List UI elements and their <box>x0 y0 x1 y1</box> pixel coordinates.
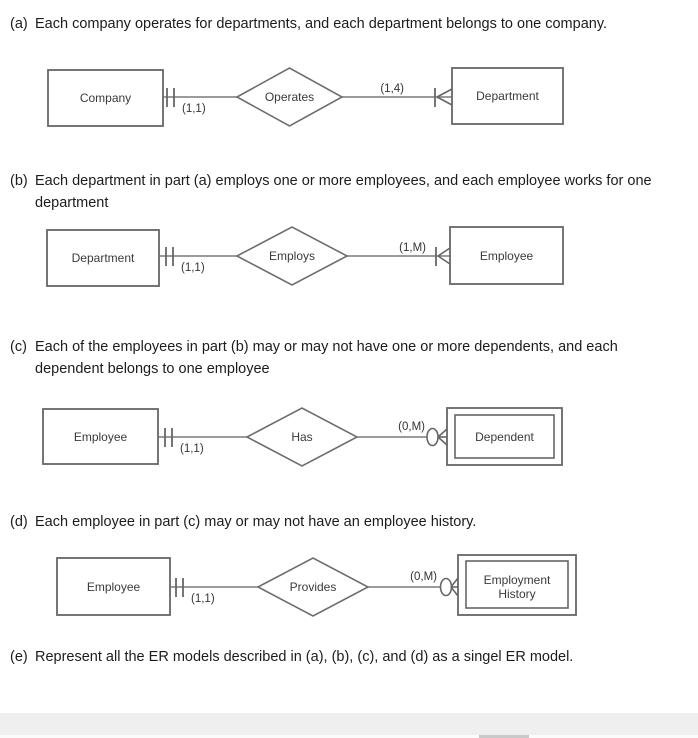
item-label: (c) <box>10 339 27 355</box>
entity-label: Company <box>80 91 131 105</box>
weak-entity-inner-box <box>465 560 569 609</box>
entity-label: Employee <box>480 249 534 263</box>
entity-box-employee <box>449 226 564 285</box>
double-tick-one-and-only-one-icon <box>164 428 173 447</box>
item-text: Each of the employees in part (b) may or… <box>35 339 618 377</box>
relationship-label: Has <box>291 430 312 444</box>
entity-label-line1: Employment <box>484 573 551 587</box>
item-text: Represent all the ER models described in… <box>35 649 574 665</box>
exercise-item-b: (b) Each department in part (a) employs … <box>10 170 678 214</box>
item-text: Each employee in part (c) may or may not… <box>35 514 477 530</box>
item-text: Each company operates for departments, a… <box>35 16 608 32</box>
exercise-item-d: (d) Each employee in part (c) may or may… <box>10 511 678 533</box>
double-tick-one-and-only-one-icon <box>175 578 184 597</box>
entity-box-department <box>451 67 564 125</box>
er-diagram-d: Employee (1,1) Provides (0,M) Employment… <box>0 549 698 625</box>
entity-box-employee <box>42 408 159 465</box>
relationship-diamond <box>245 407 359 467</box>
cardinality-right: (1,M) <box>399 242 426 254</box>
tick-crow-foot-one-or-many-icon <box>434 88 453 107</box>
cardinality-left: (1,1) <box>182 103 206 115</box>
entity-label-line2: History <box>498 587 535 601</box>
er-diagram-c: Employee (1,1) Has (0,M) Dependent <box>0 399 698 475</box>
cardinality-right: (0,M) <box>410 571 437 583</box>
scrollbar-thumb[interactable] <box>479 735 529 738</box>
bottom-bar <box>0 713 698 735</box>
item-label: (b) <box>10 173 28 189</box>
entity-label: Employee <box>74 430 128 444</box>
er-diagram-a: Company (1,1) Operates (1,4) Department <box>0 62 698 136</box>
entity-label: Department <box>476 89 539 103</box>
entity-box-employee <box>56 557 171 616</box>
item-label: (d) <box>10 514 28 530</box>
double-tick-one-and-only-one-icon <box>165 247 174 266</box>
exercise-item-a: (a) Each company operates for department… <box>10 13 678 35</box>
entity-label: Dependent <box>475 430 534 444</box>
relationship-label: Employs <box>269 249 315 263</box>
relationship-diamond <box>235 226 349 286</box>
circle-crow-foot-zero-or-many-icon <box>439 577 459 597</box>
relationship-label: Provides <box>290 580 337 594</box>
item-label: (e) <box>10 649 28 665</box>
cardinality-right: (0,M) <box>398 421 425 433</box>
circle-crow-foot-zero-or-many-icon <box>426 427 448 447</box>
entity-label: Employee <box>87 580 141 594</box>
item-text: Each department in part (a) employs one … <box>35 173 652 211</box>
exercise-item-c: (c) Each of the employees in part (b) ma… <box>10 336 678 380</box>
cardinality-left: (1,1) <box>181 262 205 274</box>
relationship-diamond <box>235 67 344 127</box>
er-diagram-b: Department (1,1) Employs (1,M) Employee <box>0 222 698 296</box>
entity-box-department <box>46 229 160 287</box>
entity-label: Department <box>72 251 135 265</box>
double-tick-one-and-only-one-icon <box>166 88 175 107</box>
relationship-label: Operates <box>265 90 314 104</box>
exercise-item-e: (e) Represent all the ER models describe… <box>10 646 678 668</box>
cardinality-right: (1,4) <box>380 83 404 95</box>
item-label: (a) <box>10 16 28 32</box>
weak-entity-inner-box <box>454 414 555 459</box>
relationship-diamond <box>256 557 370 617</box>
cardinality-left: (1,1) <box>191 593 215 605</box>
cardinality-left: (1,1) <box>180 443 204 455</box>
tick-crow-foot-one-or-many-icon <box>435 247 451 266</box>
horizontal-scrollbar[interactable] <box>0 735 698 738</box>
entity-box-company <box>47 69 164 127</box>
